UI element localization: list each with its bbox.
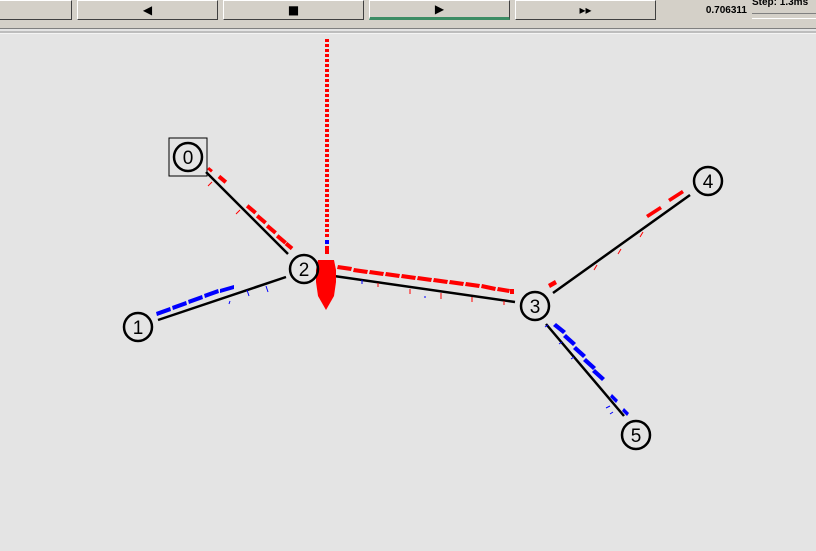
nodes: 0 1 2 3 4 5: [122, 137, 724, 451]
play-button[interactable]: ▶: [369, 0, 510, 20]
step-back-button[interactable]: ◀: [77, 0, 218, 20]
node-1-label: 1: [133, 318, 144, 339]
links: [157, 171, 691, 417]
network-canvas[interactable]: 0 1 2 3 4 5: [0, 34, 816, 551]
link-0-2[interactable]: [205, 171, 289, 255]
queue-marker: [325, 240, 329, 244]
ack-ticks-2-3: [377, 283, 505, 305]
step-slider[interactable]: [752, 13, 816, 19]
packets-link-2-3: [337, 265, 514, 294]
packets-link-1-2: [156, 285, 234, 316]
time-readout: 0.706311: [705, 4, 747, 16]
link-1-2[interactable]: [157, 275, 287, 322]
node-5-label: 5: [631, 426, 642, 447]
stop-button[interactable]: ■: [223, 0, 364, 20]
link-3-4[interactable]: [552, 193, 691, 295]
animation-toolbar: ◀ ■ ▶ ▸▸ 0.706311 Step: 1.3ms: [0, 0, 816, 29]
packets-link-3-5: [553, 323, 629, 416]
node-4[interactable]: 4: [692, 165, 724, 197]
node-0-label: 0: [183, 148, 194, 169]
play-icon: ▶: [434, 2, 445, 16]
link-2-3[interactable]: [319, 272, 516, 304]
node-0-selection: [168, 137, 208, 177]
node-2-label: 2: [299, 260, 310, 281]
link-3-5[interactable]: [545, 323, 625, 417]
step-label: Step: 1.3ms: [752, 0, 809, 8]
node-3[interactable]: 3: [519, 290, 551, 322]
node-3-label: 3: [530, 297, 541, 318]
ack-ticks-1-2: [228, 285, 269, 305]
rewind-button[interactable]: [0, 0, 72, 20]
stop-icon: ■: [287, 3, 300, 17]
node-4-label: 4: [703, 172, 714, 193]
node-1[interactable]: 1: [122, 311, 154, 343]
packets-link-0-2: [207, 166, 294, 251]
packet-burst: [316, 260, 336, 310]
queue-stream: [325, 39, 329, 239]
play-backward-icon: ◀: [142, 3, 153, 17]
fast-forward-button[interactable]: ▸▸: [515, 0, 656, 20]
packets-link-3-4: [548, 190, 684, 288]
ack-ticks-3-4: [593, 231, 644, 271]
toolbar-separator: [0, 31, 816, 34]
fast-forward-icon: ▸▸: [579, 3, 592, 17]
node-2[interactable]: 2: [288, 253, 320, 285]
node-5[interactable]: 5: [620, 419, 652, 451]
node-0[interactable]: 0: [172, 141, 204, 173]
ack-ticks-3-5: [544, 324, 614, 415]
ack-ticks-0-2: [207, 181, 241, 215]
